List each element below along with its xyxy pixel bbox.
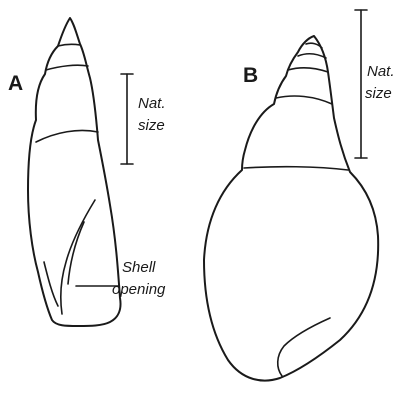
shell-a-outline: [28, 18, 121, 326]
shell-b-scale-label-1: Nat.: [367, 63, 395, 80]
shell-b-suture-2: [298, 54, 326, 58]
shell-a-suture-3: [36, 130, 98, 142]
shell-b-suture-5: [244, 167, 348, 170]
shell-a: A Nat. size Shell opening: [8, 18, 166, 326]
shell-a-aperture-line: [68, 222, 84, 284]
shell-a-suture-2: [46, 65, 88, 70]
shell-b-outline: [204, 36, 378, 381]
shell-b-scale-label-2: size: [365, 85, 392, 102]
shell-b-columella: [278, 318, 330, 376]
shell-a-suture-1: [58, 44, 80, 46]
shell-b-suture-3: [288, 68, 328, 72]
shell-b-letter: B: [243, 64, 258, 87]
shell-a-scale-label-1: Nat.: [138, 95, 166, 112]
shell-opening-label-1: Shell: [122, 259, 156, 276]
shell-a-letter: A: [8, 72, 23, 95]
shell-a-scale-label-2: size: [138, 117, 165, 134]
shell-b-suture-4: [276, 96, 332, 104]
shell-a-aperture-inner: [44, 262, 58, 306]
shell-opening-label-2: opening: [112, 281, 166, 298]
shell-a-aperture-lip: [61, 200, 95, 314]
shell-b: B Nat. size: [204, 10, 395, 381]
